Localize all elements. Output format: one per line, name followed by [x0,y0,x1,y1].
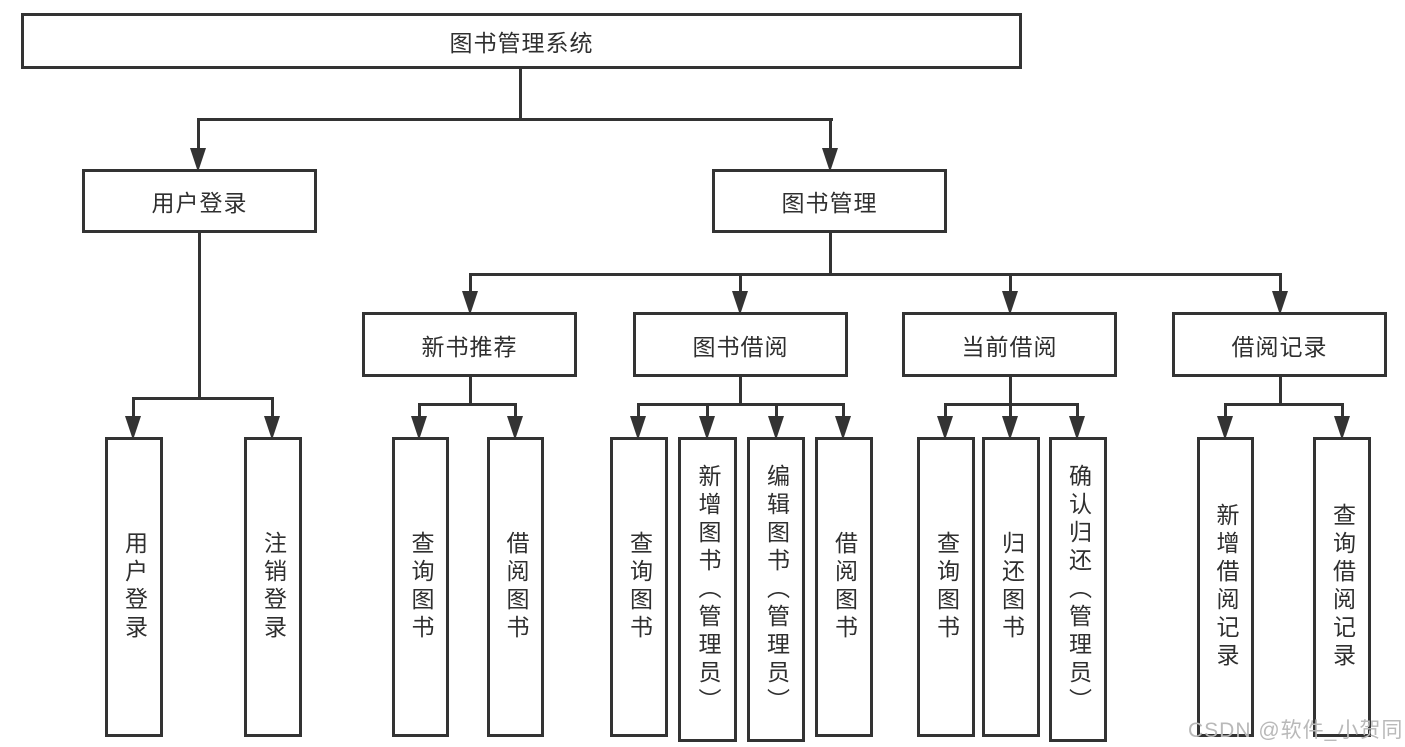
arrow-down-icon [507,416,523,440]
leaf-label: 归还图书 [998,531,1025,643]
arrow-down-icon [937,416,953,440]
connector-line [944,403,947,423]
connector-line [829,233,832,275]
node-book-management: 图书管理 [712,169,947,233]
leaf-label: 用户登录 [121,531,148,643]
leaf-return-book: 归还图书 [982,437,1040,737]
connector-line [1279,377,1282,406]
arrow-down-icon [1069,416,1085,440]
leaf-user-login: 用户登录 [105,437,163,737]
leaf-query-books-current: 查询图书 [917,437,975,737]
connector-line [132,397,135,420]
connector-line [469,273,1282,276]
connector-line [1009,403,1012,423]
node-library-management-system: 图书管理系统 [21,13,1022,69]
connector-line [706,403,709,423]
leaf-query-books-recommend: 查询图书 [392,437,449,737]
connector-line [1009,273,1012,295]
node-borrowing-records: 借阅记录 [1172,312,1387,377]
arrow-down-icon [462,291,478,315]
connector-line [1341,403,1344,423]
arrow-down-icon [1002,416,1018,440]
arrow-down-icon [411,416,427,440]
node-current-borrowing: 当前借阅 [902,312,1117,377]
connector-line [739,273,742,295]
leaf-label: 借阅图书 [503,531,529,643]
leaf-label: 查询图书 [408,531,434,643]
connector-line [1224,403,1344,406]
leaf-borrow-books-borrowing: 借阅图书 [815,437,873,737]
connector-line [469,377,472,406]
connector-line [829,118,832,152]
leaf-edit-book-admin: 编辑图书（管理员） [747,437,805,742]
arrow-down-icon [630,416,646,440]
node-book-borrowing: 图书借阅 [633,312,848,377]
arrow-down-icon [190,148,206,172]
connector-line [739,377,742,406]
connector-line [1076,403,1079,423]
node-new-book-recommend: 新书推荐 [362,312,577,377]
connector-line [271,397,274,420]
connector-line [519,69,522,118]
connector-line [1279,273,1282,295]
connector-line [469,273,472,295]
csdn-watermark: CSDN @软件_小贺同学 [1188,719,1404,742]
leaf-label: 借阅图书 [831,531,858,643]
arrow-down-icon [1272,291,1288,315]
leaf-query-books-borrowing: 查询图书 [610,437,668,737]
connector-line [637,403,845,406]
arrow-down-icon [1217,416,1233,440]
arrow-down-icon [125,416,141,440]
leaf-label: 新增借阅记录 [1213,503,1239,671]
leaf-label: 查询图书 [933,531,960,643]
leaf-label: 新增图书（管理员） [695,463,721,716]
leaf-label: 确认归还（管理员） [1065,463,1092,716]
arrow-down-icon [1002,291,1018,315]
leaf-label: 查询借阅记录 [1329,503,1356,671]
connector-line [842,403,845,423]
arrow-down-icon [699,416,715,440]
node-user-login: 用户登录 [82,169,317,233]
connector-line [197,118,200,152]
arrow-down-icon [732,291,748,315]
arrow-down-icon [835,416,851,440]
connector-line [197,118,833,121]
leaf-query-borrow-record: 查询借阅记录 [1313,437,1371,737]
leaf-label: 查询图书 [626,531,653,643]
leaf-confirm-return-admin: 确认归还（管理员） [1049,437,1107,742]
leaf-add-book-admin: 新增图书（管理员） [678,437,737,742]
arrow-down-icon [1334,416,1350,440]
connector-line [418,403,517,406]
connector-line [775,403,778,423]
connector-line [1224,403,1227,423]
connector-line [198,233,201,397]
connector-line [637,403,640,423]
connector-line [514,403,517,423]
leaf-label: 编辑图书（管理员） [763,463,790,716]
connector-line [418,403,421,423]
leaf-label: 注销登录 [260,531,287,643]
arrow-down-icon [264,416,280,440]
arrow-down-icon [768,416,784,440]
connector-line [1009,377,1012,406]
leaf-borrow-books-recommend: 借阅图书 [487,437,544,737]
connector-line [132,397,274,400]
arrow-down-icon [822,148,838,172]
leaf-add-borrow-record: 新增借阅记录 [1197,437,1254,737]
leaf-logout: 注销登录 [244,437,302,737]
